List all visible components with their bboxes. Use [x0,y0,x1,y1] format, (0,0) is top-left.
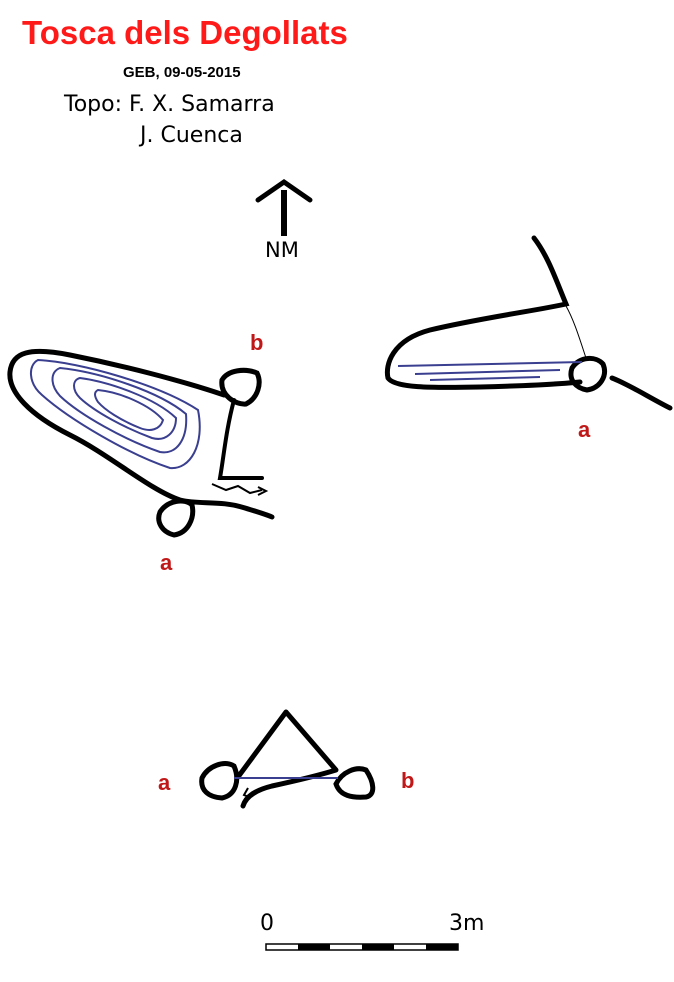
plan-view [7,348,275,538]
survey-date: GEB, 09-05-2015 [123,64,241,81]
section-bottom-outline [235,709,339,809]
boulder-a-bottom [199,761,240,801]
section-right-label-a: a [578,417,591,442]
north-arrow-icon [255,178,313,236]
boulder-a-plan [156,498,196,538]
depth-contours [30,358,201,470]
water-lines [397,361,583,381]
section-right-outline [384,235,583,390]
water-flow-icon [211,483,263,495]
section-bottom-label-a: a [158,770,171,795]
page-title: Tosca dels Degollats [22,14,348,51]
boulder-b-bottom [333,766,376,800]
plan-label-a: a [160,550,173,575]
plan-wall-right [217,398,264,480]
north-arrow-label: NM [265,238,299,262]
plan-outline [7,348,275,520]
section-right [384,235,673,411]
scale-start-label: 0 [260,911,274,936]
scale-end-label: 3m [449,911,485,936]
topo-credit-line1: Topo: F. X. Samarra [64,92,275,117]
plan-label-b: b [250,330,264,355]
topo-credit-line2: J. Cuenca [140,123,243,148]
section-bottom-label-b: b [401,768,415,793]
boulder-a-section [568,356,607,393]
boulder-b-plan [219,367,262,407]
scale-bar [265,943,459,951]
section-bottom [199,709,376,809]
